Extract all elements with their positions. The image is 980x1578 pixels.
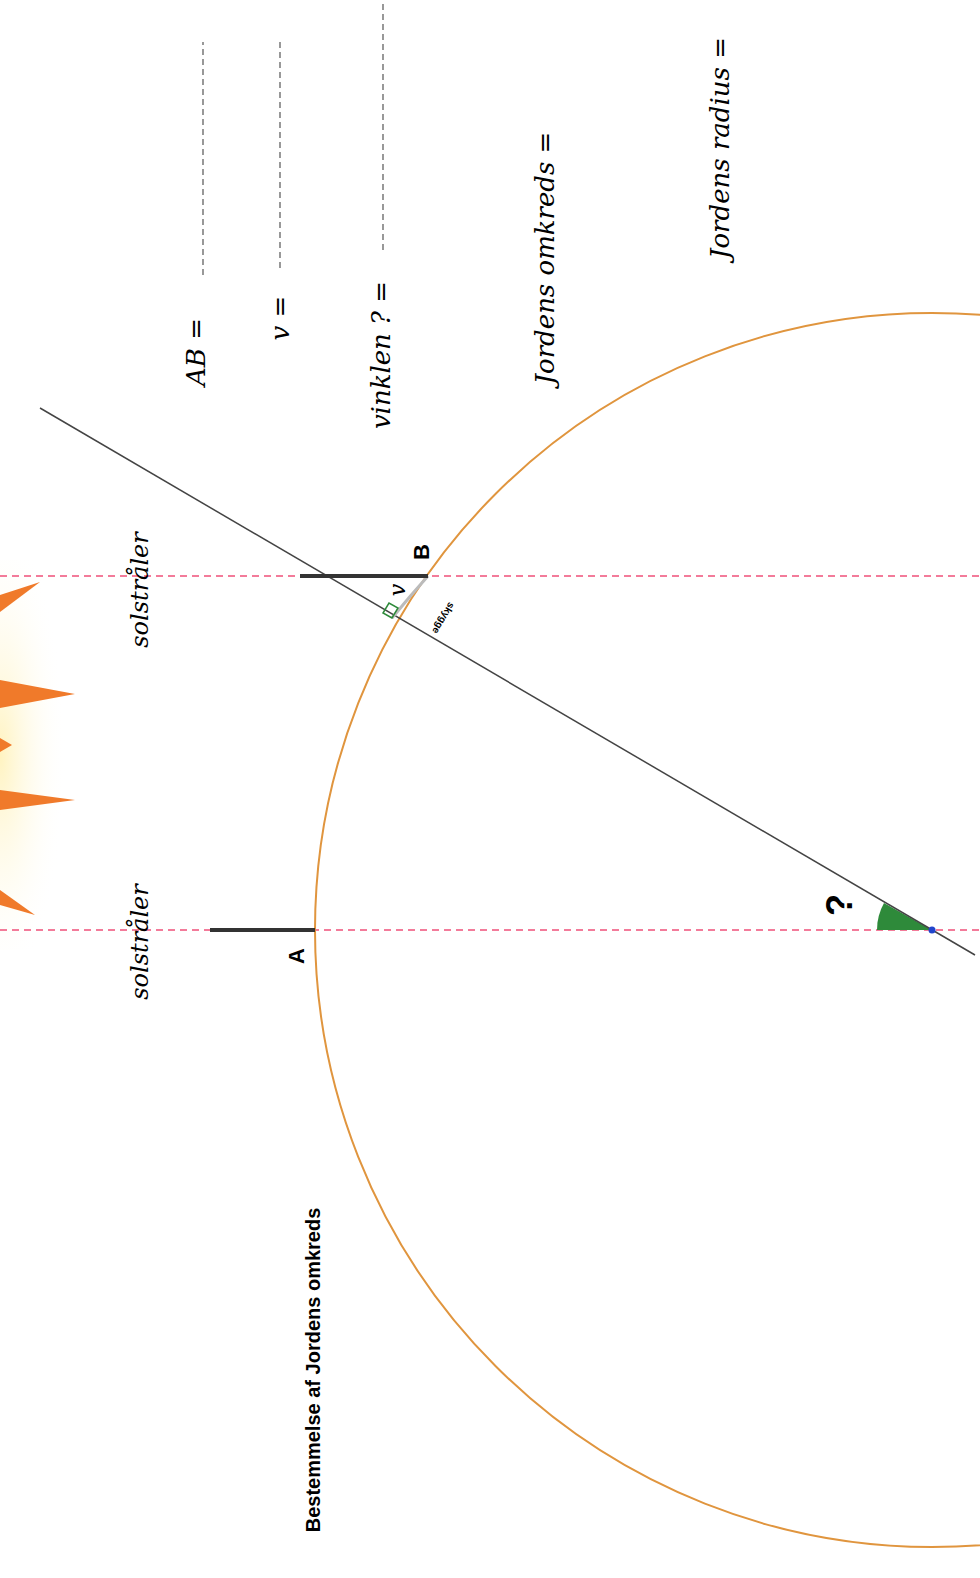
- ray-label: solstråler: [128, 532, 152, 648]
- angle-label: v: [387, 584, 409, 596]
- ray-label: solstråler: [128, 884, 152, 1000]
- angle-label: ?: [822, 894, 858, 916]
- radius-line: [40, 408, 975, 955]
- formula-label: vinklen ? =: [368, 281, 394, 429]
- formula-label: Jordens radius =: [707, 37, 733, 259]
- earth-circle: [315, 313, 980, 1547]
- answer-blank: [203, 2, 383, 275]
- shadow-label: skygge: [430, 601, 456, 636]
- title: Bestemmelse af Jordens omkreds: [303, 1208, 323, 1533]
- stick-b: [300, 574, 428, 578]
- right-angle-mark: [383, 603, 398, 618]
- angle-sector: [877, 903, 932, 930]
- point-label: B: [411, 544, 433, 560]
- shadow: [392, 576, 428, 618]
- earth-center: [929, 927, 936, 934]
- sun-glow: [0, 560, 110, 950]
- formula-label: AB =: [183, 318, 209, 386]
- stick-a: [210, 928, 315, 932]
- formula-label: Jordens omkreds =: [532, 132, 558, 385]
- point-label: A: [286, 948, 308, 964]
- sun-rays: [0, 582, 75, 915]
- formula-label: v =: [267, 296, 293, 341]
